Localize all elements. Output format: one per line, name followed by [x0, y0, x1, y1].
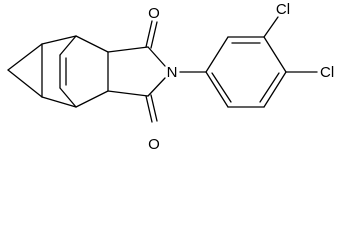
molecule-drawing: O O N Cl Cl	[7, 1, 334, 153]
imide-ring	[107, 20, 166, 123]
oxygen-top-label: O	[148, 5, 160, 22]
cyclopropane-ring	[7, 43, 43, 98]
chlorine-right-label: Cl	[320, 64, 334, 81]
oxygen-bottom-label: O	[148, 136, 160, 153]
structure-diagram: O O N Cl Cl	[7, 1, 334, 153]
chlorine-top-label: Cl	[276, 1, 290, 18]
dichlorophenyl-ring	[205, 16, 318, 108]
nitrogen-label: N	[167, 64, 178, 81]
bicyclic-cage	[41, 35, 109, 108]
